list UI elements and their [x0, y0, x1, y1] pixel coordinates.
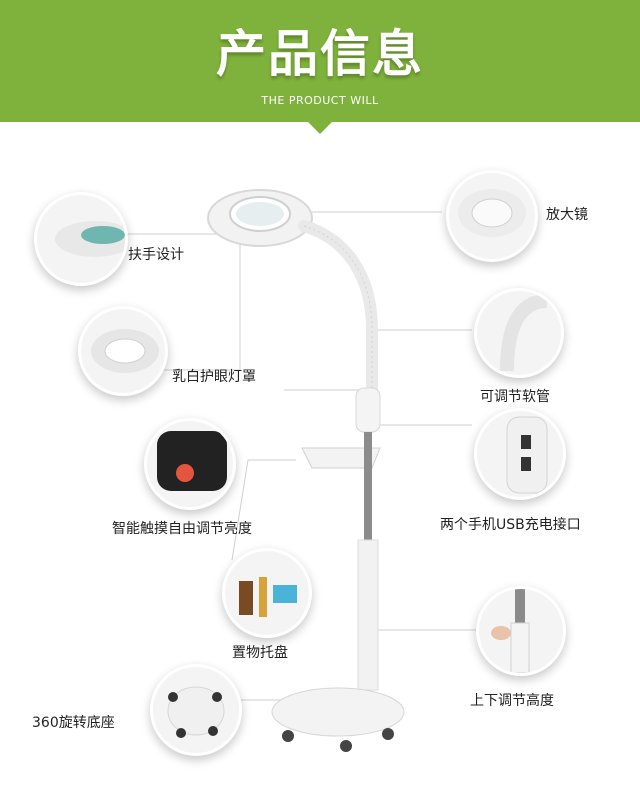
armrest-detail-image: [34, 192, 128, 286]
feature-label-lampshade: 乳白护眼灯罩: [172, 369, 256, 385]
feature-label-usb: 两个手机USB充电接口: [440, 517, 581, 533]
magnifier-detail-image: [446, 170, 538, 262]
hose-detail-image: [474, 288, 564, 378]
control-box: [355, 387, 381, 433]
page-title: 产品信息: [216, 25, 424, 83]
banner-arrow: [306, 120, 334, 134]
height-adjust-detail-image: [476, 586, 566, 676]
feature-label-height: 上下调节高度: [470, 693, 554, 709]
lower-pole: [357, 539, 379, 691]
feature-label-base: 360旋转底座: [32, 715, 115, 731]
gooseneck-hose: [298, 220, 378, 396]
lamp-base: [271, 687, 405, 737]
header-banner: 产品信息 THE PRODUCT WILL: [0, 0, 640, 122]
lamp-head: [207, 189, 313, 247]
feature-label-armrest: 扶手设计: [128, 247, 184, 263]
feature-label-hose: 可调节软管: [480, 389, 550, 405]
base-detail-image: [150, 664, 242, 756]
tray-detail-image: [222, 548, 312, 638]
feature-label-magnifier: 放大镜: [546, 207, 588, 223]
touch-control-detail-image: [144, 418, 236, 510]
steel-pole: [364, 432, 372, 542]
page-subtitle: THE PRODUCT WILL: [261, 94, 379, 107]
usb-port-detail-image: [474, 408, 566, 500]
lampshade-detail-image: [78, 306, 168, 396]
feature-label-tray: 置物托盘: [232, 645, 288, 661]
feature-label-touch: 智能触摸自由调节亮度: [112, 521, 252, 537]
callout-lines: [128, 211, 476, 701]
